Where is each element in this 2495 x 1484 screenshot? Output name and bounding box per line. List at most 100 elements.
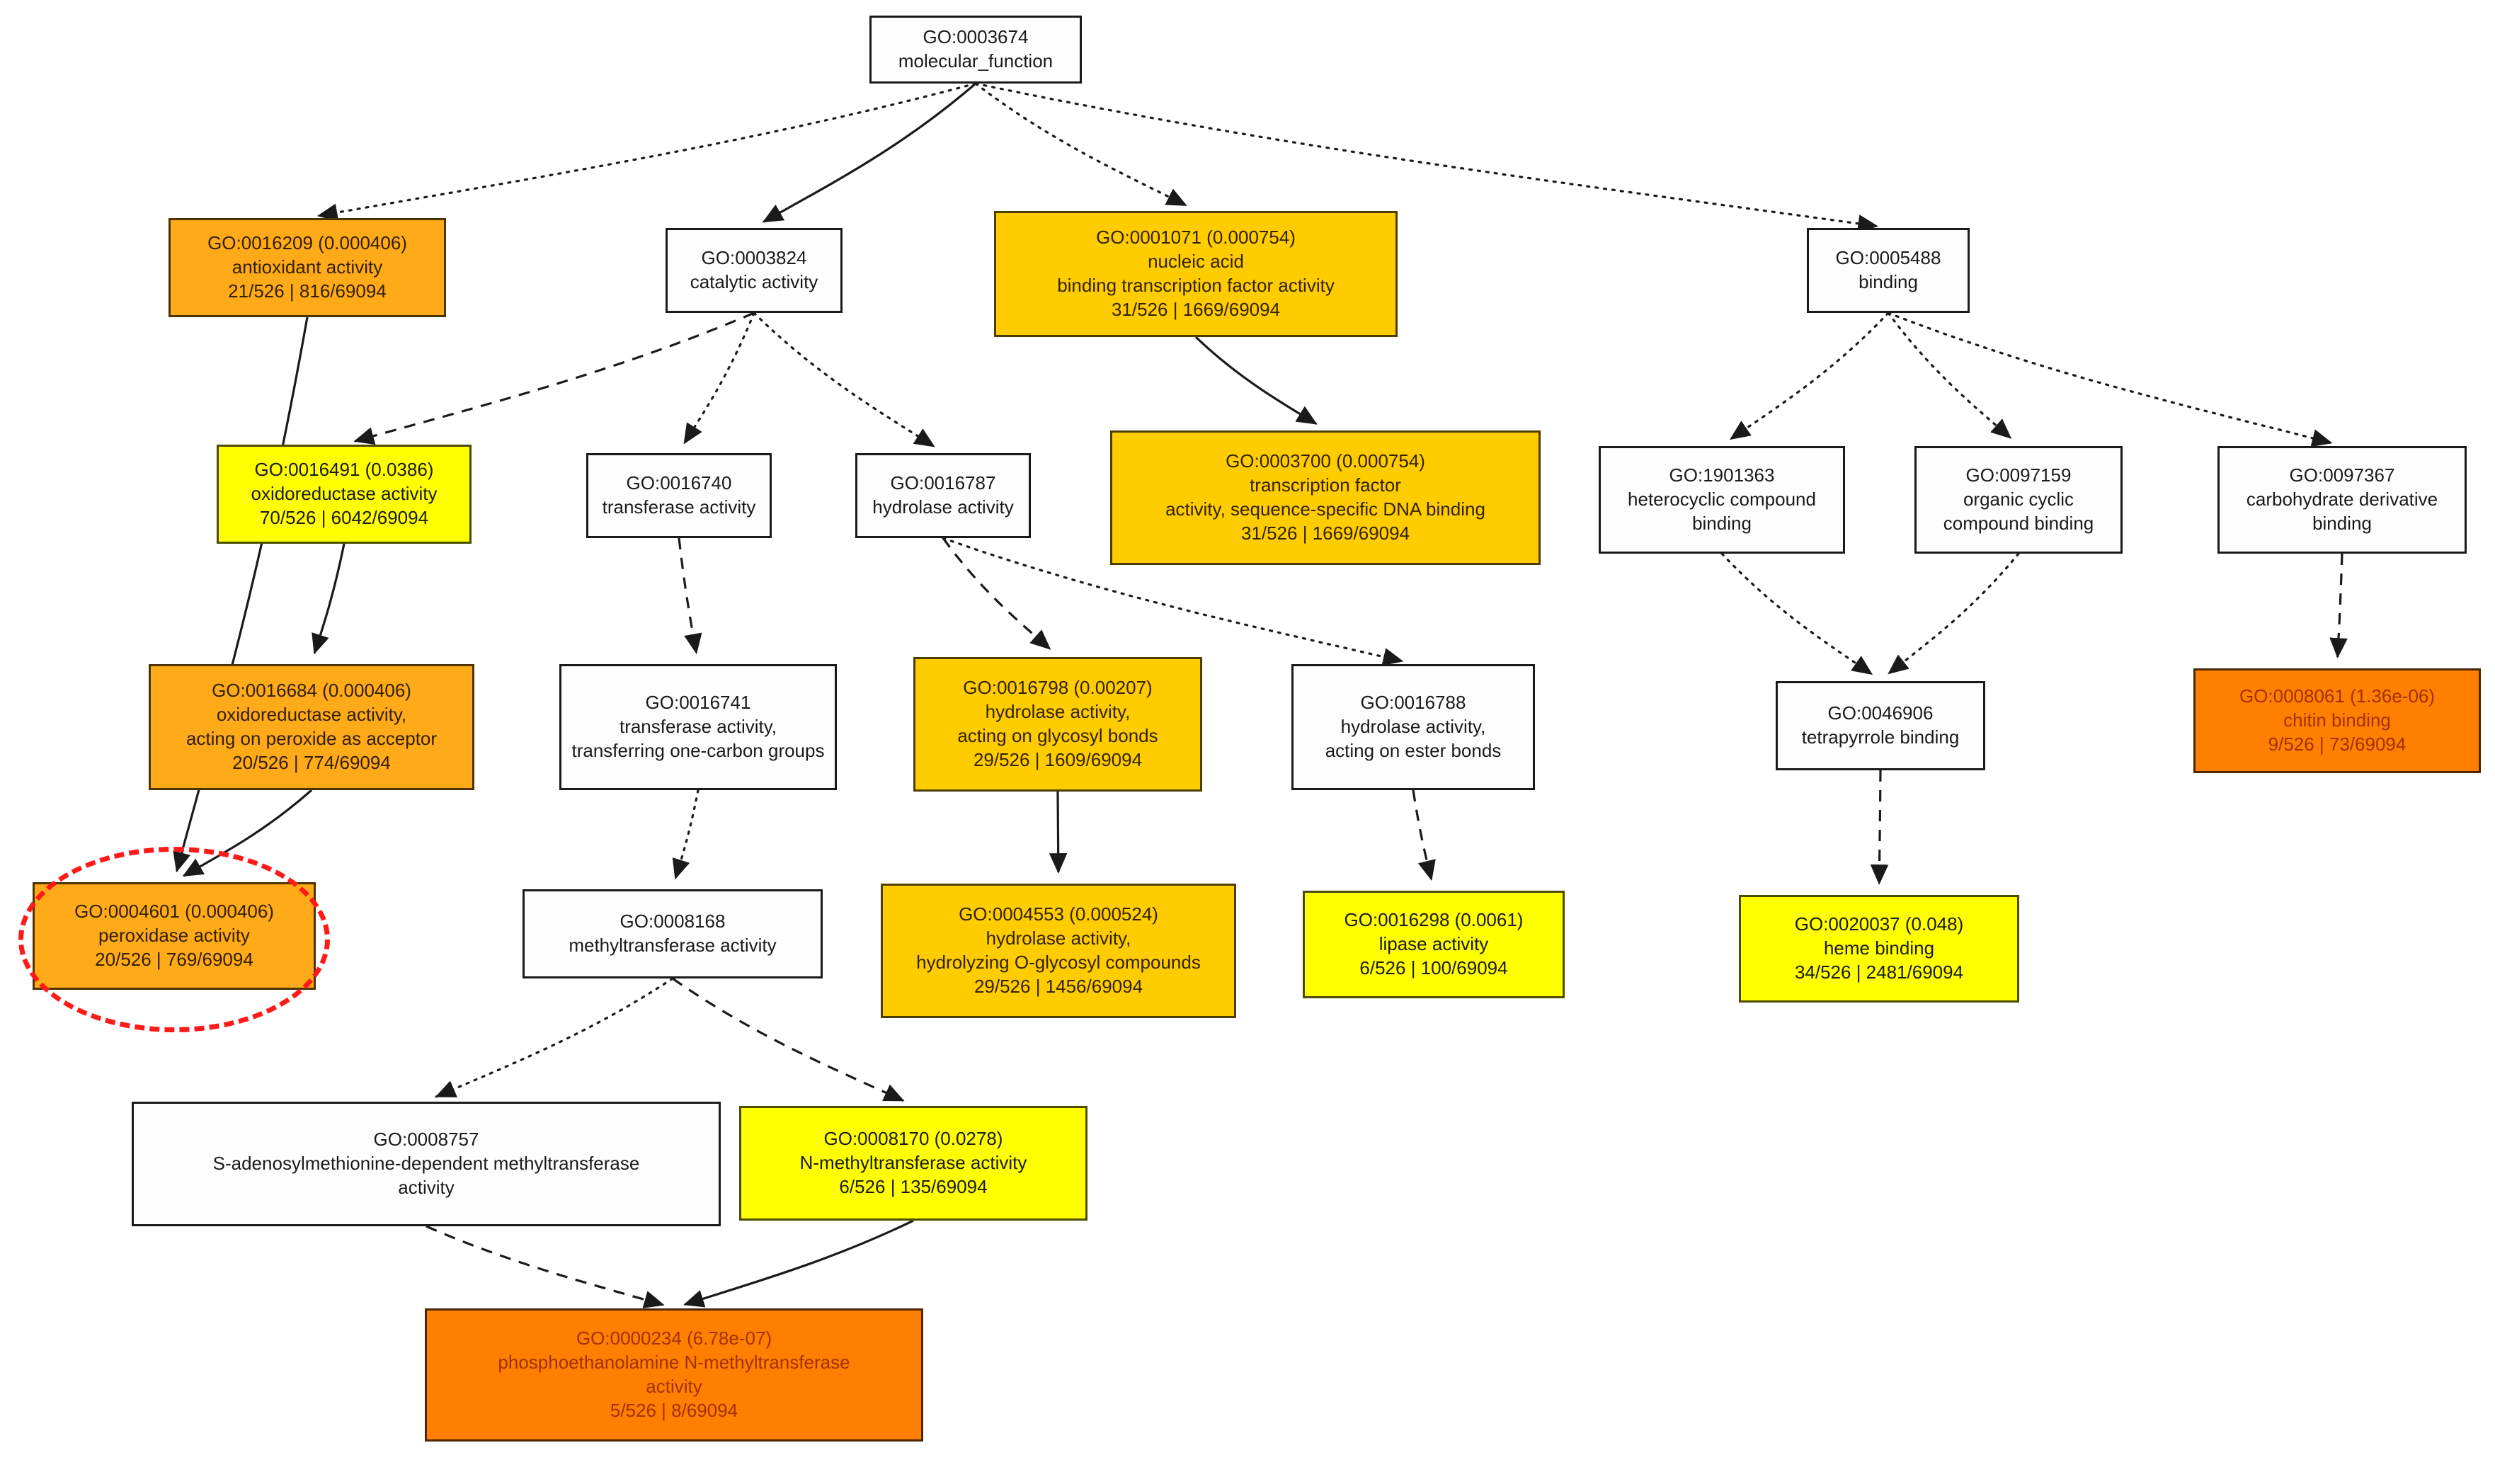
go-id-label: GO:0016491 (0.0386) <box>254 459 434 481</box>
go-text-line: 20/526 | 774/69094 <box>232 751 391 773</box>
go-text-line: phosphoethanolamine N-methyltransferase <box>498 1352 850 1374</box>
edge-GO0003674-to-GO0016209 <box>316 82 977 222</box>
go-text-line: 6/526 | 135/69094 <box>839 1175 988 1197</box>
go-node-oxidoreductase-activity-peroxide-acceptor[interactable]: GO:0016684 (0.000406)oxidoreductase acti… <box>149 664 474 790</box>
go-text-line: molecular_function <box>898 50 1054 72</box>
go-text-line: 31/526 | 1669/69094 <box>1240 522 1410 544</box>
edge-GO0005488-to-GO1901363 <box>1729 312 1890 440</box>
go-text-line: hydrolase activity, <box>985 701 1131 723</box>
go-id-label: GO:0016741 <box>645 692 751 714</box>
edge-GO0008170-to-GO0000234 <box>683 1219 914 1308</box>
peroxidase-activity-highlight-ellipse <box>18 847 330 1032</box>
go-id-label: GO:0001071 (0.000754) <box>1096 227 1296 249</box>
go-id-label: GO:1901363 <box>1669 464 1775 486</box>
go-id-label: GO:0004553 (0.000524) <box>959 903 1158 925</box>
go-text-line: organic cyclic <box>1963 489 2074 510</box>
go-id-label: GO:0008168 <box>620 911 726 932</box>
edge-GO0008168-to-GO0008757 <box>435 977 674 1098</box>
edge-GO0046906-to-GO0020037 <box>1870 770 1889 885</box>
go-id-label: GO:0000234 (6.78e-07) <box>576 1328 772 1349</box>
edge-GO0016740-to-GO0016741 <box>678 537 702 655</box>
edge-GO0016741-to-GO0008168 <box>672 789 700 880</box>
go-node-transcription-factor-activity-dna-binding[interactable]: GO:0003700 (0.000754)transcription facto… <box>1110 430 1541 565</box>
go-id-label: GO:0005488 <box>1835 247 1941 269</box>
edge-GO0005488-to-GO0097367 <box>1887 312 2333 447</box>
go-text-line: 70/526 | 6042/69094 <box>259 506 429 528</box>
go-text-line: 6/526 | 100/69094 <box>1359 957 1508 978</box>
go-text-line: acting on glycosyl bonds <box>957 725 1158 746</box>
edge-GO0016491-to-GO0016684 <box>312 543 346 655</box>
go-text-line: transferring one-carbon groups <box>571 739 825 761</box>
go-text-line: acting on peroxide as acceptor <box>185 728 438 749</box>
go-id-label: GO:0008061 (1.36e-06) <box>2239 685 2436 707</box>
go-id-label: GO:0097159 <box>1965 464 2072 486</box>
go-text-line: 5/526 | 8/69094 <box>610 1399 738 1421</box>
edge-GO0097159-to-GO0046906 <box>1888 552 2020 675</box>
go-text-line: acting on ester bonds <box>1325 739 1502 761</box>
go-node-phosphoethanolamine-n-methyltransferase-activity[interactable]: GO:0000234 (6.78e-07) phosphoethanolamine… <box>425 1308 923 1442</box>
go-text-line: binding <box>1692 512 1752 534</box>
go-node-antioxidant-activity[interactable]: GO:0016209 (0.000406)antioxidant activit… <box>169 218 446 317</box>
go-text-line: 34/526 | 2481/69094 <box>1794 961 1964 983</box>
go-node-oxidoreductase-activity[interactable]: GO:0016491 (0.0386)oxidoreductase activi… <box>217 445 472 544</box>
go-text-line: tetrapyrrole binding <box>1801 726 1960 748</box>
edge-GO0008757-to-GO0000234 <box>426 1225 665 1308</box>
go-text-line: transcription factor <box>1250 474 1401 496</box>
go-text-line: binding <box>1859 271 1918 292</box>
go-text-line: nucleic acid <box>1148 251 1244 273</box>
go-text-line: hydrolase activity, <box>986 928 1131 949</box>
go-text-line: 21/526 | 816/69094 <box>228 280 387 302</box>
edge-GO0001071-to-GO0003700 <box>1194 336 1318 426</box>
go-id-label: GO:0008170 (0.0278) <box>823 1128 1003 1150</box>
go-text-line: catalytic activity <box>690 271 818 292</box>
go-text-line: carbohydrate derivative <box>2246 489 2438 510</box>
edge-GO0003674-to-GO0005488 <box>974 82 1879 233</box>
go-id-label: GO:0016740 <box>626 472 732 494</box>
go-text-line: activity, sequence-specific DNA binding <box>1165 498 1485 520</box>
go-text-line: 29/526 | 1609/69094 <box>973 748 1143 770</box>
go-id-label: GO:0016209 (0.000406) <box>207 232 407 254</box>
go-id-label: GO:0003824 <box>701 247 807 269</box>
go-text-line: chitin binding <box>2283 709 2391 731</box>
go-text-line: hydrolyzing O-glycosyl compounds <box>916 952 1201 973</box>
edge-GO1901363-to-GO0046906 <box>1720 552 1873 675</box>
go-node-n-methyltransferase-activity[interactable]: GO:0008170 (0.0278)N-methyltransferase a… <box>739 1106 1087 1221</box>
edge-GO0003674-to-GO0001071 <box>974 82 1187 207</box>
go-node-hydrolase-activity-glycosyl-bonds[interactable]: GO:0016798 (0.00207)hydrolase activity,a… <box>913 657 1202 792</box>
go-text-line: 29/526 | 1456/69094 <box>974 975 1143 997</box>
go-id-label: GO:0097367 <box>2289 464 2395 486</box>
go-text-line: 9/526 | 73/69094 <box>2268 733 2406 755</box>
go-text-line: oxidoreductase activity <box>251 483 438 505</box>
go-id-label: GO:0016298 (0.0061) <box>1344 909 1524 931</box>
go-text-line: transferase activity, <box>619 716 777 738</box>
go-node-hydrolase-activity-o-glycosyl[interactable]: GO:0004553 (0.000524) hydrolase activity,… <box>881 884 1236 1018</box>
go-id-label: GO:0016684 (0.000406) <box>212 680 411 702</box>
go-id-label: GO:0003674 <box>923 26 1029 48</box>
go-text-line: heme binding <box>1823 937 1935 959</box>
edge-GO0008168-to-GO0008170 <box>672 977 905 1102</box>
go-id-label: GO:0020037 (0.048) <box>1794 913 1964 935</box>
go-text-line: activity <box>646 1376 702 1397</box>
go-text-line: heterocyclic compound <box>1628 489 1816 510</box>
go-text-line: hydrolase activity <box>872 496 1014 518</box>
go-id-label: GO:0016787 <box>890 472 996 494</box>
go-id-label: GO:0003700 (0.000754) <box>1226 450 1425 472</box>
